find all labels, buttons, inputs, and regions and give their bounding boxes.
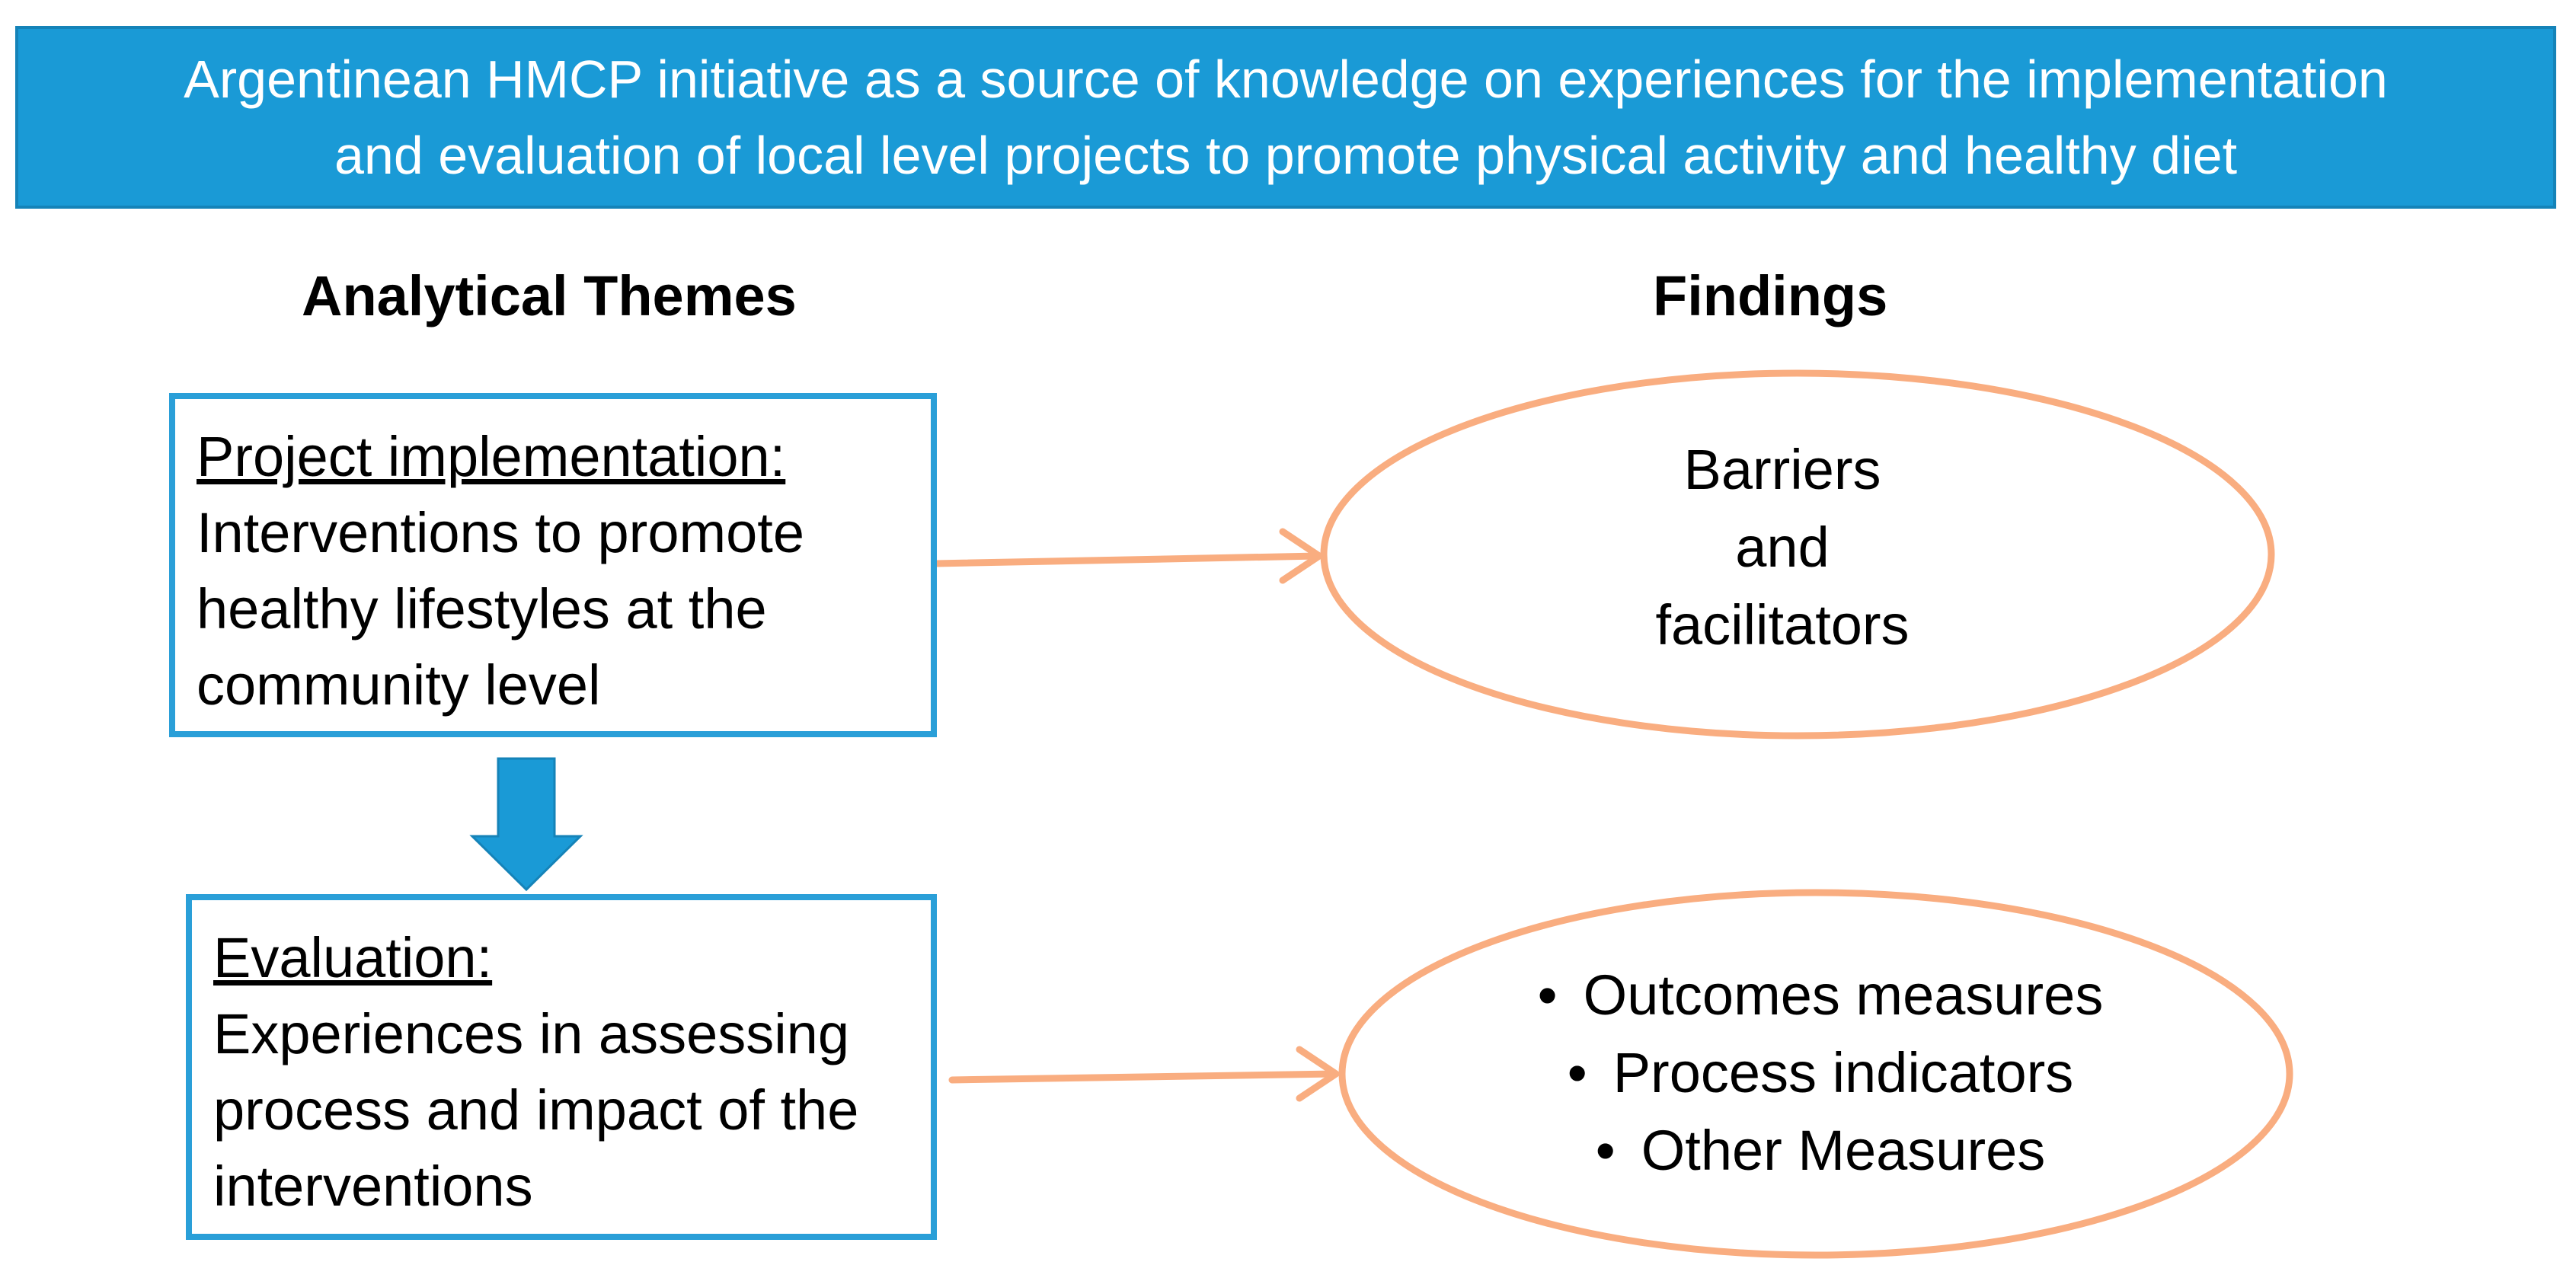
theme-line: community level: [197, 653, 601, 717]
title-banner: Argentinean HMCP initiative as a source …: [15, 26, 2556, 209]
bullet-text: Outcomes measures: [1583, 963, 2104, 1027]
theme-box-implementation: Project implementation: Interventions to…: [169, 393, 937, 737]
bullet-text: Process indicators: [1612, 1041, 2074, 1104]
title-line-2: and evaluation of local level projects t…: [334, 126, 2238, 185]
findings-ellipse-measures: [1338, 889, 2293, 1259]
theme-line: interventions: [213, 1155, 533, 1218]
findings-ellipse-barriers: [1320, 369, 2275, 740]
bullet-icon: •: [1567, 1041, 1587, 1104]
bullet-text: Other Measures: [1641, 1119, 2046, 1182]
title-line-1: Argentinean HMCP initiative as a source …: [184, 50, 2388, 109]
finding-line: Barriers: [1683, 438, 1881, 501]
theme-line: Interventions to promote: [197, 501, 804, 564]
heading-findings: Findings: [1653, 264, 1888, 327]
bullet-item: • Process indicators: [1493, 1034, 2148, 1112]
bullet-icon: •: [1537, 963, 1558, 1027]
theme-title-evaluation: Evaluation:: [213, 926, 493, 989]
bullet-item: • Other Measures: [1493, 1112, 2148, 1190]
finding-line: facilitators: [1655, 593, 1910, 656]
theme-title-implementation: Project implementation:: [197, 425, 786, 488]
finding-measures-list: • Outcomes measures • Process indicators •…: [1493, 957, 2148, 1190]
bullet-icon: •: [1595, 1119, 1616, 1182]
right-arrow-icon: [932, 528, 1323, 584]
bullet-item: • Outcomes measures: [1493, 957, 2148, 1034]
down-arrow-icon: [469, 757, 583, 892]
finding-barriers-facilitators: Barriers and facilitators: [1493, 431, 2072, 664]
heading-analytical-themes: Analytical Themes: [302, 264, 797, 327]
right-arrow-icon: [948, 1046, 1340, 1102]
theme-line: process and impact of the: [213, 1078, 859, 1142]
finding-line: and: [1735, 516, 1830, 579]
theme-line: healthy lifestyles at the: [197, 577, 767, 640]
theme-box-evaluation: Evaluation: Experiences in assessing pro…: [186, 894, 937, 1240]
theme-line: Experiences in assessing: [213, 1002, 849, 1065]
